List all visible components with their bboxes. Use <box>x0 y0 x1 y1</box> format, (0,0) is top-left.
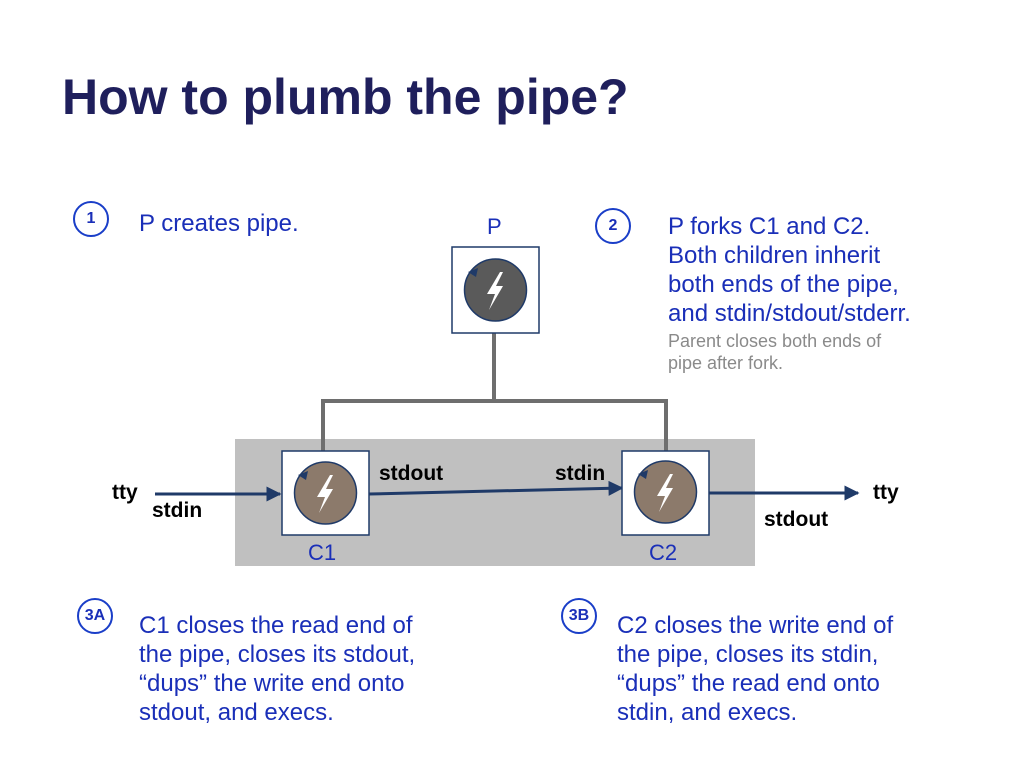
fork-connector <box>321 333 668 452</box>
lightning-icon <box>487 272 503 310</box>
child1-process <box>281 450 370 536</box>
parent-label: P <box>487 214 502 239</box>
step-2-line: both ends of the pipe, <box>668 271 899 298</box>
step-2-line: Both children inherit <box>668 242 881 269</box>
step-3b-badge: 3B <box>561 598 597 634</box>
step-2-line: P forks C1 and C2. <box>668 213 871 240</box>
step-2-note: Parent closes both ends of pipe after fo… <box>668 330 881 374</box>
c1-stdin-label: stdin <box>152 499 203 522</box>
c1-stdout-label: stdout <box>379 462 444 485</box>
c2-stdin-label: stdin <box>555 462 606 485</box>
left-tty-label: tty <box>112 481 138 504</box>
step-1-badge: 1 <box>73 201 109 237</box>
step-3a-line: stdout, and execs. <box>139 699 334 726</box>
step-3a-text: C1 closes the read end of the pipe, clos… <box>139 611 415 727</box>
step-3a-badge: 3A <box>77 598 113 634</box>
step-3b-text: C2 closes the write end of the pipe, clo… <box>617 611 893 727</box>
c2-stdout-label: stdout <box>764 508 829 531</box>
step-3a-line: the pipe, closes its stdout, <box>139 641 416 668</box>
child2-process <box>621 450 710 536</box>
lightning-icon <box>657 474 673 512</box>
step-2-note-line: Parent closes both ends of <box>668 331 882 351</box>
step-3b-line: C2 closes the write end of <box>617 612 894 639</box>
c1-to-c2-pipe-arrow <box>368 480 624 496</box>
step-2-note-line: pipe after fork. <box>668 353 784 373</box>
step-3b-line: the pipe, closes its stdin, <box>617 641 879 668</box>
cycle-arrow-icon <box>468 268 478 277</box>
child1-label: C1 <box>308 540 337 565</box>
step-2-line: and stdin/stdout/stderr. <box>668 300 911 327</box>
right-tty-label: tty <box>873 481 899 504</box>
step-3a-line: C1 closes the read end of <box>139 612 413 639</box>
step-3a-line: “dups” the write end onto <box>139 670 405 697</box>
step-1-line: P creates pipe. <box>139 210 299 237</box>
step-2-text: P forks C1 and C2. Both children inherit… <box>668 212 911 328</box>
lightning-icon <box>317 475 333 513</box>
child2-label: C2 <box>649 540 678 565</box>
step-1-text: P creates pipe. <box>139 209 299 238</box>
slide-title: How to plumb the pipe? <box>62 69 629 125</box>
parent-process <box>451 246 540 334</box>
step-3b-line: “dups” the read end onto <box>617 670 880 697</box>
cycle-arrow-icon <box>638 470 648 479</box>
cycle-arrow-icon <box>298 471 308 480</box>
step-2-badge: 2 <box>595 208 631 244</box>
step-3b-line: stdin, and execs. <box>617 699 798 726</box>
